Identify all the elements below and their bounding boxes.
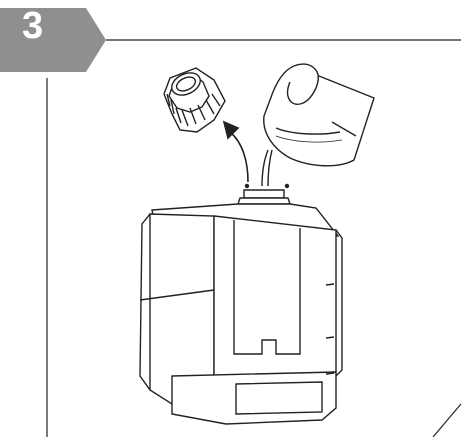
step-number: 3 — [22, 6, 82, 46]
measuring-cup-icon — [262, 64, 374, 186]
water-tank-icon — [140, 185, 342, 425]
frame-corner-cut — [433, 404, 461, 437]
step-badge: 3 — [0, 0, 125, 58]
filter-cap-icon — [164, 68, 225, 132]
curved-arrow-icon — [224, 122, 248, 182]
